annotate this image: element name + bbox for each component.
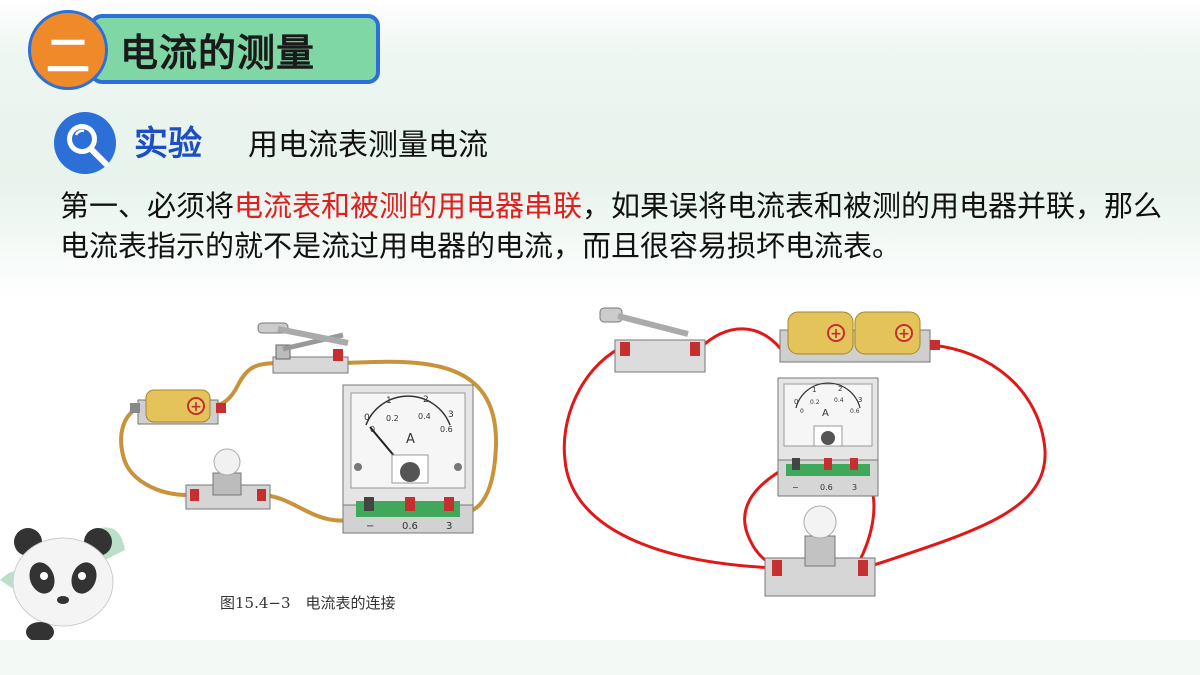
para-text-1: 第一、必须将: [60, 189, 235, 223]
right-scale-bottom-3: 0.6: [850, 408, 860, 415]
series-circuit-diagram: + 0 1 2 3 0 0.2 0.4 0.6 A − 0.6 3: [118, 305, 538, 625]
left-scale-top-0: 0: [364, 413, 370, 423]
left-scale-top-1: 1: [386, 396, 392, 406]
right-terminal-3: 3: [852, 483, 857, 492]
left-ammeter-unit: A: [406, 432, 415, 447]
right-scale-top-0: 0: [794, 398, 798, 406]
bulb: [185, 448, 271, 510]
experiment-label: 实验: [134, 124, 202, 164]
left-scale-bottom-1: 0.2: [386, 414, 399, 423]
left-terminal-06: 0.6: [402, 521, 418, 532]
left-terminal-neg: −: [366, 521, 374, 532]
para-text-2: ，如果误将电流表和被测的用电器并联，那么电流表指示的就不是流过用电器的电流，而且…: [60, 189, 1163, 263]
right-scale-top-1: 1: [812, 386, 816, 394]
right-terminal-neg: −: [792, 483, 799, 492]
left-scale-bottom-2: 0.4: [418, 412, 431, 421]
section-title-pill: [90, 14, 380, 84]
figure-caption: 图15.4−3 电流表的连接: [220, 594, 396, 612]
right-scale-bottom-1: 0.2: [810, 399, 820, 406]
right-terminal-06: 0.6: [820, 483, 833, 492]
section-number-badge: [28, 10, 108, 90]
battery-plus-1: +: [830, 326, 842, 342]
instruction-paragraph: 第一、必须将电流表和被测的用电器串联，如果误将电流表和被测的用电器并联，那么电流…: [60, 186, 1190, 266]
right-scale-top-2: 2: [838, 385, 842, 393]
left-scale-top-3: 3: [448, 410, 454, 420]
bulb-right: [764, 505, 876, 597]
switch-right: [599, 307, 706, 373]
panda-decoration: [0, 527, 125, 640]
switch: [257, 322, 349, 374]
right-scale-bottom-0: 0: [800, 408, 804, 415]
right-ammeter-unit: A: [822, 408, 829, 419]
left-scale-top-2: 2: [423, 395, 429, 405]
battery-right: + +: [779, 311, 940, 363]
footer-strip: [0, 640, 1200, 675]
para-highlight: 电流表和被测的用电器串联: [234, 189, 583, 223]
section-number: 二: [46, 31, 90, 82]
battery-plus-2: +: [898, 326, 910, 342]
experiment-subtitle: 用电流表测量电流: [248, 128, 488, 163]
section-title: 电流的测量: [120, 31, 316, 75]
left-scale-bottom-3: 0.6: [440, 425, 453, 434]
right-scale-top-3: 3: [858, 396, 862, 404]
ammeter-right: 0 1 2 3 0 0.2 0.4 0.6 A − 0.6 3: [777, 377, 879, 497]
parallel-circuit-diagram: + + 0 1 2 3 0 0.2 0.4 0.6 A − 0.6 3: [562, 307, 1047, 597]
battery: +: [130, 389, 226, 425]
left-terminal-3: 3: [446, 521, 452, 532]
ammeter-left: 0 1 2 3 0 0.2 0.4 0.6 A − 0.6 3: [342, 384, 474, 534]
battery-plus-label: +: [190, 399, 202, 415]
magnifier-icon: [54, 112, 116, 174]
right-scale-bottom-2: 0.4: [834, 397, 844, 404]
